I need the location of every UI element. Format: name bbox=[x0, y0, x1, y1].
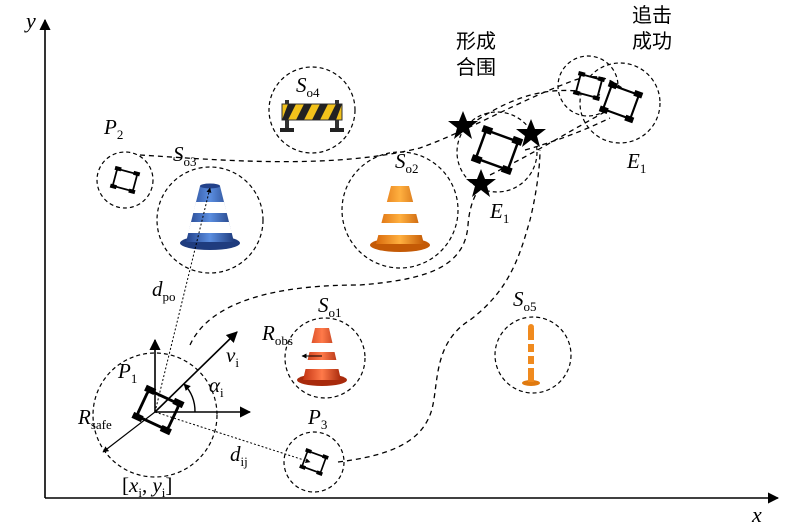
pursuer-p1 bbox=[92, 187, 311, 478]
caption-encircle-line2: 合围 bbox=[456, 55, 496, 79]
label-p2: P2 bbox=[103, 115, 123, 142]
label-so3: So3 bbox=[173, 142, 197, 169]
label-d-po: dpo bbox=[152, 277, 176, 304]
label-d-ij: dij bbox=[230, 442, 248, 469]
label-so4: So4 bbox=[296, 73, 320, 100]
label-r-obs: Robs bbox=[261, 321, 293, 348]
obstacle-so5 bbox=[494, 316, 572, 394]
red-cone-icon bbox=[297, 328, 347, 386]
post-icon bbox=[522, 324, 540, 386]
blue-cone-icon bbox=[180, 183, 240, 250]
label-so5: So5 bbox=[513, 287, 537, 314]
obstacle-so2 bbox=[341, 151, 459, 269]
obstacle-so4 bbox=[268, 66, 356, 154]
pursuer-p3 bbox=[283, 431, 345, 493]
robot-car-icon bbox=[108, 164, 142, 196]
obstacle-so1 bbox=[284, 317, 366, 399]
label-alpha-i: αi bbox=[209, 373, 224, 400]
caption-success-line1: 追击 bbox=[632, 3, 672, 27]
encirclement-group bbox=[448, 111, 546, 197]
label-so2: So2 bbox=[395, 149, 419, 176]
pursuer-p2 bbox=[96, 151, 154, 209]
obstacle-so3 bbox=[156, 166, 264, 274]
caption-success-line2: 成功 bbox=[632, 29, 672, 53]
label-p3: P3 bbox=[307, 405, 327, 432]
barrier-icon bbox=[280, 100, 344, 132]
star-icon bbox=[516, 119, 546, 147]
caption-encircle-line1: 形成 bbox=[456, 29, 496, 53]
label-position: [xi, yi] bbox=[122, 473, 172, 500]
pursuer-car-icon bbox=[571, 70, 607, 102]
y-axis-label: y bbox=[24, 8, 36, 33]
star-icon bbox=[466, 169, 496, 197]
star-icon bbox=[448, 111, 478, 139]
evader-car-icon bbox=[469, 123, 525, 177]
capture-group bbox=[557, 55, 661, 144]
trajectories bbox=[139, 76, 623, 463]
label-v-i: vi bbox=[226, 343, 239, 370]
label-r-safe: Rsafe bbox=[77, 405, 112, 432]
orange-cone-icon bbox=[370, 186, 430, 252]
label-e1-captured: E1 bbox=[626, 149, 646, 176]
robot-car-icon bbox=[298, 447, 330, 477]
label-so1: So1 bbox=[318, 293, 342, 320]
x-axis-label: x bbox=[751, 502, 762, 527]
label-e1-encircled: E1 bbox=[489, 199, 509, 226]
label-p1: P1 bbox=[117, 359, 137, 386]
